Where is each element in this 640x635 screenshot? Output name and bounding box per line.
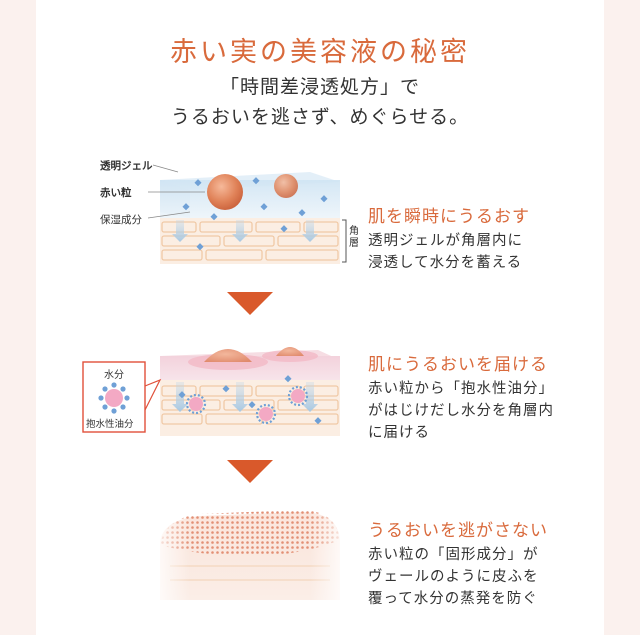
step2-body-line-2: がはじけだし水分を角層内 — [368, 403, 554, 419]
step3-body: 赤い粒の「固形成分」が ヴェールのように皮ふを 覆って水分の蒸発を防ぐ — [368, 544, 539, 610]
moisture-particles — [182, 177, 328, 251]
step1-body: 透明ジェルが角層内に 浸透して水分を蓄える — [368, 230, 523, 274]
red-bead-small — [274, 174, 298, 198]
label-red-bead: 赤い粒 — [100, 187, 132, 199]
label-stratum: 角層 — [349, 226, 359, 249]
down-arrow-1 — [227, 292, 273, 315]
step1-body-line-2: 浸透して水分を蓄える — [368, 255, 523, 271]
step2-body: 赤い粒から「抱水性油分」 がはじけだし水分を角層内 に届ける — [368, 378, 554, 444]
skin-cells — [161, 221, 339, 261]
step3-body-line-3: 覆って水分の蒸発を防ぐ — [368, 591, 538, 607]
red-bead-large — [207, 174, 243, 210]
step3-body-line-2: ヴェールのように皮ふを — [368, 569, 539, 585]
subtitle-line-1: 「時間差浸透処方」で — [219, 76, 420, 98]
step1-body-line-1: 透明ジェルが角層内に — [368, 233, 523, 249]
page-title: 赤い実の美容液の秘密 — [170, 37, 470, 68]
step2-body-line-3: に届ける — [368, 425, 430, 441]
label-moisturizer: 保湿成分 — [100, 214, 142, 226]
melted-bead-1 — [204, 349, 252, 362]
step2-body-line-1: 赤い粒から「抱水性油分」 — [368, 381, 554, 397]
step3-body-line-1: 赤い粒の「固形成分」が — [368, 547, 539, 563]
absorb-arrows — [172, 220, 318, 242]
down-arrow-2 — [227, 460, 273, 483]
label-transparent-gel: 透明ジェル — [100, 160, 153, 172]
page-subtitle: 「時間差浸透処方」で うるおいを逃さず、めぐらせる。 — [0, 72, 640, 132]
gel-layer-front — [160, 180, 340, 220]
label-water: 水分 — [104, 370, 124, 381]
oil-capsules — [185, 385, 309, 425]
oil-capsule-zoom — [98, 382, 130, 414]
step1-heading: 肌を瞬時にうるおす — [368, 207, 530, 227]
subtitle-line-2: うるおいを逃さず、めぐらせる。 — [170, 106, 470, 128]
absorb-arrows-2 — [172, 382, 318, 412]
step2-heading: 肌にうるおいを届ける — [368, 355, 548, 375]
melted-bead-2 — [276, 347, 304, 356]
label-hydrating-oil: 抱水性油分 — [86, 419, 134, 430]
step3-heading: うるおいを逃がさない — [368, 521, 548, 541]
moisture-particles-2 — [178, 375, 322, 425]
